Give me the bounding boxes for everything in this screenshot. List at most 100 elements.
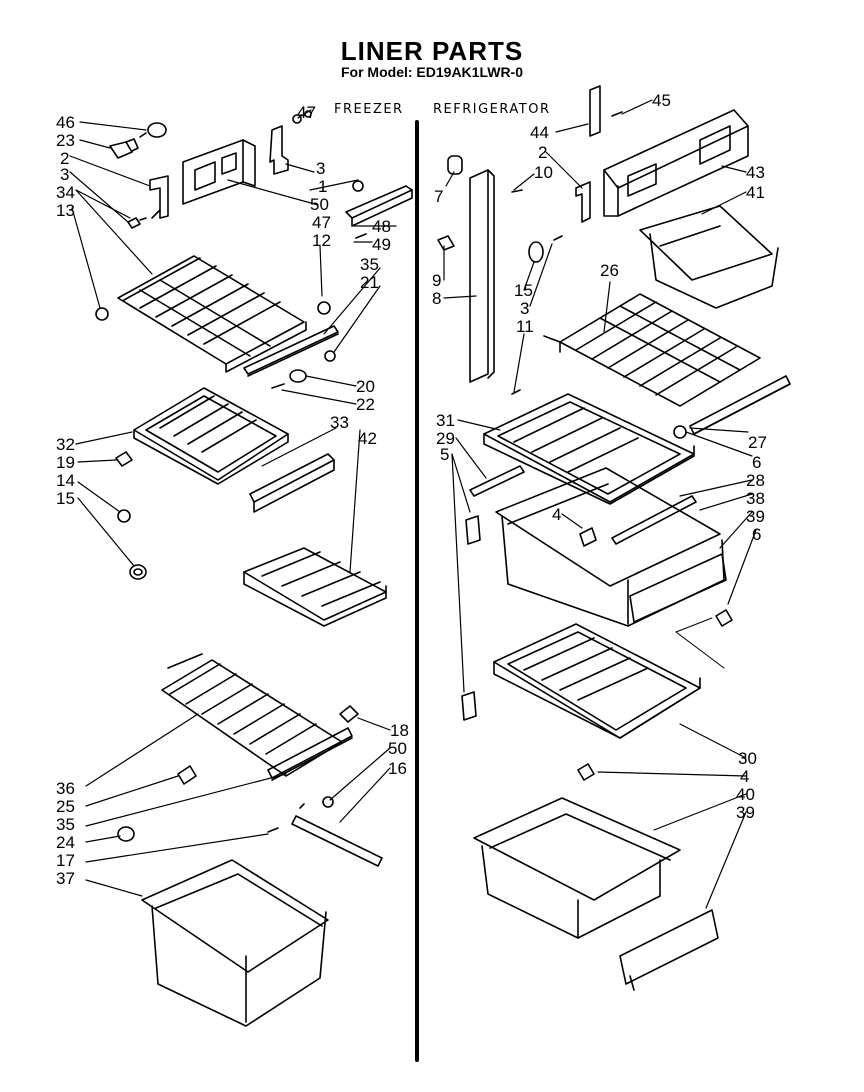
bin-rail-part (619, 909, 719, 991)
callout-6: 6 (752, 453, 762, 472)
callout-29: 29 (436, 429, 455, 448)
callout-8: 8 (432, 289, 442, 308)
glass-shelf-part (483, 393, 695, 505)
callout-41: 41 (746, 183, 765, 202)
callout-2: 2 (60, 149, 70, 168)
refrigerator-section-label: REFRIGERATOR (433, 102, 551, 117)
lower-bracket-part (267, 796, 383, 867)
callout-42: 42 (358, 429, 377, 448)
callout-28: 28 (746, 471, 765, 490)
model-subtitle: For Model: ED19AK1LWR-0 (340, 64, 523, 80)
refrigerator-shelf-bracket-part (575, 181, 591, 223)
drawer-rail-part (629, 553, 727, 623)
callout-33: 33 (330, 413, 349, 432)
ice-cube-tray-part (243, 547, 387, 627)
callout-25: 25 (56, 797, 75, 816)
callout-24: 24 (56, 833, 75, 852)
callout-49: 49 (372, 235, 391, 254)
callout-12: 12 (312, 231, 331, 250)
callout-48: 48 (372, 217, 391, 236)
callout-31: 31 (436, 411, 455, 430)
callout-19: 19 (56, 453, 75, 472)
callout-30: 30 (738, 749, 757, 768)
callout-1: 1 (318, 177, 328, 196)
callout-17: 17 (56, 851, 75, 870)
callout-14: 14 (56, 471, 75, 490)
callout-15-refrigerator: 15 (514, 281, 533, 300)
callout-23: 23 (56, 131, 75, 150)
rail-clip-part (339, 705, 359, 723)
light-socket-part (109, 138, 139, 159)
dairy-bin-part (639, 205, 779, 309)
callout-40: 40 (736, 785, 755, 804)
hanger-bracket-part (589, 85, 623, 137)
crisper-drawer-part (495, 467, 725, 627)
callout-13: 13 (56, 201, 75, 220)
callout-45: 45 (652, 91, 671, 110)
callout-46: 46 (56, 113, 75, 132)
callout-39: 39 (746, 507, 765, 526)
freezer-shelf-rail-part (243, 325, 339, 377)
callout-27: 27 (748, 433, 767, 452)
roller-part (117, 509, 147, 580)
callout-6-lower: 6 (752, 525, 762, 544)
callout-20: 20 (356, 377, 375, 396)
callout-35-lower: 35 (56, 815, 75, 834)
callout-3: 3 (60, 165, 70, 184)
callout-15: 15 (56, 489, 75, 508)
callout-26: 26 (600, 261, 619, 280)
callout-47: 47 (312, 213, 331, 232)
leader-lines (69, 99, 757, 909)
callout-2-refrigerator: 2 (538, 143, 548, 162)
shelf-trim-part (469, 465, 697, 545)
freezer-tray-part (133, 387, 289, 485)
lower-clip-part (577, 763, 595, 781)
callout-39-lower: 39 (736, 803, 755, 822)
callout-21: 21 (360, 273, 379, 292)
callout-38: 38 (746, 489, 765, 508)
refrigerator-roller-part (528, 235, 563, 263)
callout-4-lower: 4 (740, 767, 750, 786)
callout-7: 7 (434, 187, 444, 206)
tray-rail-part (249, 453, 335, 513)
callout-3-freezer: 3 (316, 159, 326, 178)
lower-roller-part (177, 765, 197, 785)
rail-clip-right-part (715, 609, 733, 627)
callout-10: 10 (534, 163, 553, 182)
refrigerator-wire-shelf-part (543, 293, 761, 407)
callout-44: 44 (530, 123, 549, 142)
callout-16: 16 (388, 759, 407, 778)
callout-4: 4 (552, 505, 562, 524)
callout-50-lower: 50 (388, 739, 407, 758)
drawer-support-part (461, 515, 481, 721)
control-housing-part (182, 139, 256, 205)
callout-50: 50 (310, 195, 329, 214)
rail-bracket-part (345, 180, 413, 239)
page-title: LINER PARTS (340, 36, 524, 66)
callout-22: 22 (356, 395, 375, 414)
callout-9: 9 (432, 271, 442, 290)
refrigerator-control-housing-part (603, 109, 749, 217)
callout-11: 11 (516, 317, 534, 336)
lower-glass-shelf-part (493, 623, 701, 739)
callout-34: 34 (56, 183, 75, 202)
callout-32: 32 (56, 435, 75, 454)
tray-clip-part (115, 451, 133, 467)
callout-47-top: 47 (297, 103, 316, 122)
freezer-wire-shelf-part (95, 255, 331, 373)
light-bulb-part (139, 122, 167, 138)
callout-36: 36 (56, 779, 75, 798)
callout-35: 35 (360, 255, 379, 274)
callout-3-refrigerator: 3 (520, 299, 530, 318)
shelf-support-part (271, 369, 307, 389)
freezer-section-label: FREEZER (334, 102, 404, 117)
shelf-bracket-part (149, 175, 169, 219)
vegetable-bin-part (473, 797, 681, 939)
bin-clip-part (117, 826, 135, 842)
refrigerator-shelf-rail-part (673, 375, 791, 439)
callout-43: 43 (746, 163, 765, 182)
freezer-lower-rail-part (267, 727, 353, 781)
callout-37: 37 (56, 869, 75, 888)
